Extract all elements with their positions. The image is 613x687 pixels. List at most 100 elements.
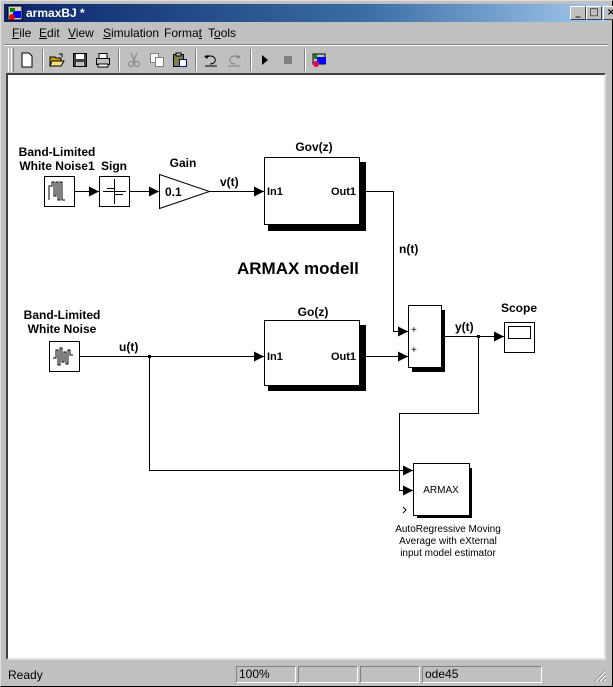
signal-label-u: u(t) bbox=[119, 340, 138, 354]
noise-label-line2: White Noise bbox=[28, 322, 97, 336]
close-icon: × bbox=[606, 7, 613, 18]
diagram-title: ARMAX modell bbox=[237, 259, 359, 278]
gain-value: 0.1 bbox=[165, 185, 182, 199]
go-label: Go(z) bbox=[298, 305, 329, 319]
resize-grip-icon[interactable] bbox=[594, 669, 607, 682]
new-button[interactable] bbox=[17, 50, 37, 70]
noise-waveform-icon bbox=[53, 347, 73, 366]
band-limited-white-noise1-block[interactable]: Band-Limited White Noise1 bbox=[19, 145, 96, 207]
minimize-icon: _ bbox=[575, 7, 581, 18]
start-simulation-icon bbox=[262, 55, 268, 65]
scope-label: Scope bbox=[501, 301, 537, 315]
scope-block[interactable]: Scope bbox=[501, 301, 537, 353]
zoom-level-field: 100% bbox=[236, 666, 296, 683]
scope-screen-icon bbox=[508, 326, 531, 339]
branch-point-u bbox=[148, 355, 151, 358]
branch-point-y bbox=[477, 335, 480, 338]
toolbar-grip-2 bbox=[11, 48, 14, 72]
window-title: armaxBJ * bbox=[26, 6, 85, 20]
toolbar bbox=[4, 44, 608, 73]
signal-y-branch-to-armax[interactable] bbox=[399, 336, 479, 496]
toolbar-separator bbox=[42, 49, 44, 71]
noise1-label-line1: Band-Limited bbox=[19, 145, 96, 159]
print-icon bbox=[96, 53, 110, 68]
menu-tools[interactable]: Tools bbox=[208, 26, 237, 40]
stop-simulation-button[interactable] bbox=[278, 50, 298, 70]
status-bar: Ready 100% ode45 bbox=[4, 665, 608, 684]
go-transfer-function-block[interactable]: Go(z) In1 Out1 bbox=[264, 305, 367, 391]
signal-label-v: v(t) bbox=[220, 175, 239, 189]
noise-label-line1: Band-Limited bbox=[24, 308, 101, 322]
gov-label: Gov(z) bbox=[295, 140, 332, 154]
status-field-3 bbox=[298, 666, 358, 683]
open-icon bbox=[49, 53, 65, 67]
menu-simulation[interactable]: Simulation bbox=[103, 26, 160, 40]
gain-label: Gain bbox=[170, 156, 197, 170]
paste-icon bbox=[173, 52, 187, 67]
library-browser-icon bbox=[312, 53, 326, 67]
undo-icon bbox=[204, 55, 217, 67]
signal-u-branch-to-armax[interactable] bbox=[149, 356, 414, 476]
armax-trigger-port-icon bbox=[402, 506, 407, 514]
redo-button[interactable] bbox=[224, 50, 244, 70]
sign-label: Sign bbox=[101, 159, 127, 173]
menu-bar: File Edit View Simulation Format Tools bbox=[4, 23, 608, 41]
gov-out-port-label: Out1 bbox=[331, 186, 356, 198]
paste-button[interactable] bbox=[170, 50, 190, 70]
armax-block-text: ARMAX bbox=[423, 485, 459, 496]
toolbar-separator bbox=[195, 49, 197, 71]
close-button[interactable]: × bbox=[603, 6, 613, 20]
sum-sign-2: + bbox=[411, 345, 417, 356]
stop-simulation-icon bbox=[284, 56, 292, 64]
signal-label-y: y(t) bbox=[455, 320, 474, 334]
open-button[interactable] bbox=[47, 50, 67, 70]
toolbar-separator bbox=[118, 49, 120, 71]
status-text: Ready bbox=[8, 668, 43, 682]
toolbar-separator bbox=[304, 49, 306, 71]
menu-view[interactable]: View bbox=[68, 26, 94, 40]
gov-transfer-function-block[interactable]: Gov(z) In1 Out1 bbox=[264, 140, 367, 231]
noise-waveform-icon bbox=[48, 181, 65, 201]
new-icon bbox=[21, 52, 33, 68]
maximize-icon: □ bbox=[589, 7, 599, 18]
band-limited-white-noise-block[interactable]: Band-Limited White Noise bbox=[24, 308, 101, 372]
armax-desc-line1: AutoRegressive Moving bbox=[395, 524, 501, 535]
sum-block[interactable]: + + bbox=[408, 305, 446, 373]
go-in-port-label: In1 bbox=[267, 351, 283, 363]
block-diagram: ARMAX modell Band-Limited White Noise1 S… bbox=[19, 140, 538, 560]
copy-icon bbox=[150, 53, 164, 67]
sign-block[interactable]: Sign bbox=[99, 159, 130, 207]
save-icon bbox=[73, 53, 87, 67]
sum-sign-1: + bbox=[411, 325, 417, 336]
save-button[interactable] bbox=[70, 50, 90, 70]
gov-in-port-label: In1 bbox=[267, 186, 283, 198]
model-canvas[interactable]: ARMAX modell Band-Limited White Noise1 S… bbox=[6, 73, 606, 660]
solver-field: ode45 bbox=[422, 666, 542, 683]
simulink-app-icon bbox=[7, 5, 23, 21]
cut-button[interactable] bbox=[124, 50, 144, 70]
go-out-port-label: Out1 bbox=[331, 351, 356, 363]
undo-button[interactable] bbox=[201, 50, 221, 70]
gain-block[interactable]: Gain 0.1 bbox=[159, 156, 212, 210]
toolbar-separator bbox=[250, 49, 252, 71]
cut-icon bbox=[128, 52, 140, 67]
signal-label-n: n(t) bbox=[399, 242, 418, 256]
title-bar[interactable]: armaxBJ * _ □ × bbox=[4, 4, 613, 22]
sign-icon bbox=[103, 179, 126, 204]
armax-desc-line2: Average with eXternal bbox=[399, 536, 497, 547]
minimize-button[interactable]: _ bbox=[570, 6, 586, 20]
redo-icon bbox=[228, 55, 241, 67]
noise1-label-line2: White Noise1 bbox=[19, 159, 95, 173]
print-button[interactable] bbox=[93, 50, 113, 70]
armax-desc-line3: input model estimator bbox=[400, 548, 496, 559]
signal-n[interactable] bbox=[360, 191, 408, 337]
maximize-button[interactable]: □ bbox=[586, 6, 602, 20]
armax-estimator-block[interactable]: ARMAX AutoRegressive Moving Average with… bbox=[395, 463, 501, 560]
menu-format[interactable]: Format bbox=[164, 26, 203, 40]
library-browser-button[interactable] bbox=[309, 50, 329, 70]
menu-edit[interactable]: Edit bbox=[39, 26, 60, 40]
start-simulation-button[interactable] bbox=[255, 50, 275, 70]
copy-button[interactable] bbox=[147, 50, 167, 70]
menu-file[interactable]: File bbox=[12, 26, 32, 40]
